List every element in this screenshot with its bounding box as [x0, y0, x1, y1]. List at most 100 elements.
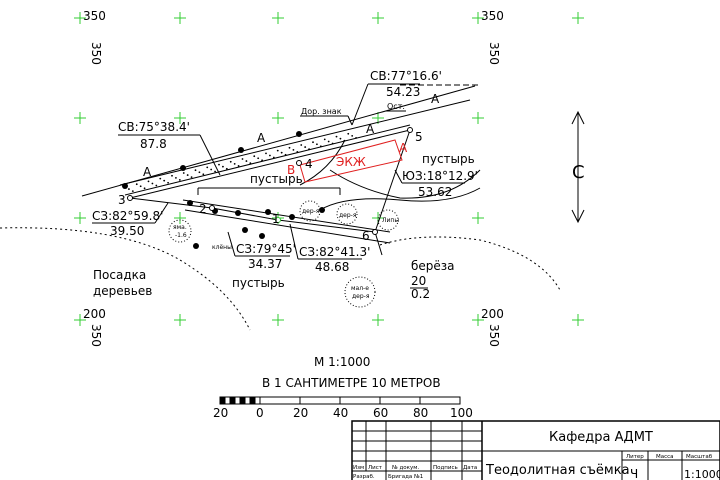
tree-dot — [339, 137, 342, 140]
bearing-nw1: СЗ:82°59.8' — [92, 209, 163, 223]
scale-bar — [219, 396, 461, 405]
distance-ne1: 87.8 — [140, 137, 167, 151]
tree-symbol — [238, 147, 244, 153]
header-izm: Изм — [353, 465, 364, 471]
tree-symbol — [289, 214, 295, 220]
tree-dot — [257, 157, 260, 160]
scale-tick: 0 — [256, 406, 264, 420]
scale-value: 1:1000 — [684, 468, 720, 480]
tree-dot — [296, 151, 299, 153]
bearing-nw3: СЗ:82°41.3' — [299, 245, 370, 259]
grid-label-br-v: 350 — [487, 324, 501, 347]
tree-symbol — [296, 131, 302, 137]
tree-dot — [304, 146, 307, 148]
tree-dot — [222, 165, 224, 168]
red-structure — [299, 139, 403, 183]
tree-symbol — [180, 165, 186, 171]
wasteland-label: пустырь — [250, 172, 303, 186]
tree-dot — [155, 184, 158, 187]
point-5: 5 — [415, 130, 423, 144]
north-arrow-icon — [571, 110, 585, 224]
tree-dot — [265, 152, 267, 155]
tree-dot — [327, 140, 330, 143]
tree-dot — [323, 138, 326, 141]
tree-dot — [225, 167, 228, 170]
tree-dot — [300, 144, 303, 146]
bearing-sw: ЮЗ:18°12.9' — [402, 169, 478, 183]
tree-dot — [272, 156, 275, 159]
tree-dots — [122, 131, 357, 249]
tree-dot — [178, 179, 181, 181]
birch-height: 20 — [411, 274, 426, 288]
department-name: Кафедра АДМТ — [549, 430, 653, 445]
bearing-ne1: СВ:75°38.4' — [118, 120, 190, 134]
tree-dot — [182, 172, 185, 174]
tree-dot — [210, 168, 213, 171]
survey-points — [127, 127, 413, 235]
distance-sw: 53.62 — [418, 185, 452, 199]
scale-tick: 40 — [333, 406, 348, 420]
mark-a: А — [399, 141, 408, 155]
header-doc: № докум. — [392, 465, 419, 471]
tree-dot — [202, 173, 205, 176]
tree-dot — [343, 139, 346, 142]
point-1: 1 — [272, 212, 280, 226]
trees-label: дер-я — [339, 212, 357, 219]
mark-b: В — [287, 163, 295, 177]
header-sign: Подпись — [433, 465, 458, 471]
grid-label-tr: 350 — [481, 9, 504, 23]
maples-label: клёны — [212, 244, 232, 251]
tree-dot — [167, 181, 169, 184]
tree-symbol — [265, 209, 271, 215]
tree-dot — [233, 162, 236, 165]
small-trees-label: дер-я — [352, 293, 370, 300]
leader-lines — [92, 83, 465, 260]
tree-dot — [319, 145, 322, 148]
pit-label: яма. — [173, 224, 187, 231]
tree-dot — [237, 165, 240, 167]
tree-dot — [355, 137, 357, 139]
tree-dot — [128, 188, 130, 190]
distance-nw2: 34.37 — [248, 257, 282, 271]
bearing-ne2: СВ:77°16.6' — [370, 69, 442, 83]
stop-label: Ост. — [387, 102, 405, 111]
tree-dot — [347, 132, 350, 135]
header-mass: Масса — [656, 454, 674, 460]
roads — [0, 84, 561, 331]
road-mark: А — [431, 92, 440, 106]
tree-dot — [280, 151, 283, 154]
tree-symbol — [122, 183, 128, 189]
scale-text: В 1 САНТИМЕТРЕ 10 МЕТРОВ — [262, 376, 441, 390]
header-scale: Масштаб — [686, 454, 713, 460]
tree-dot — [308, 148, 310, 151]
tree-dot — [198, 171, 201, 174]
birch-label: берёза — [411, 259, 455, 273]
trees-label: дер-я — [302, 208, 320, 215]
tree-symbol — [235, 210, 241, 216]
tree-symbol — [319, 207, 325, 213]
header-lit: Литер — [626, 454, 644, 460]
point-3: 3 — [118, 193, 126, 207]
tree-dot — [284, 153, 287, 156]
tree-dot — [312, 141, 314, 144]
north-letter: С — [572, 162, 585, 183]
tree-symbol — [259, 233, 265, 239]
tree-dot — [190, 176, 193, 179]
scale-tick: 100 — [450, 406, 473, 420]
tree-symbol — [187, 200, 193, 206]
title-headers: Изм Лист № докум. Подпись Дата Разраб. Б… — [353, 454, 713, 480]
wasteland-label: пустырь — [422, 152, 475, 166]
scale-tick: 20 — [213, 406, 228, 420]
grid-crosses — [74, 12, 584, 326]
road-mark: А — [143, 165, 152, 179]
tree-dot — [218, 163, 220, 166]
point-6: 6 — [362, 229, 370, 243]
drawing-title: Теодолитная съёмка — [485, 463, 630, 478]
grid-label-br: 200 — [481, 307, 504, 321]
tree-dot — [194, 169, 197, 172]
scale-ratio: М 1:1000 — [314, 355, 370, 369]
tree-dot — [143, 187, 146, 190]
pit-depth: -1.6 — [175, 232, 187, 239]
tree-dot — [229, 160, 232, 163]
